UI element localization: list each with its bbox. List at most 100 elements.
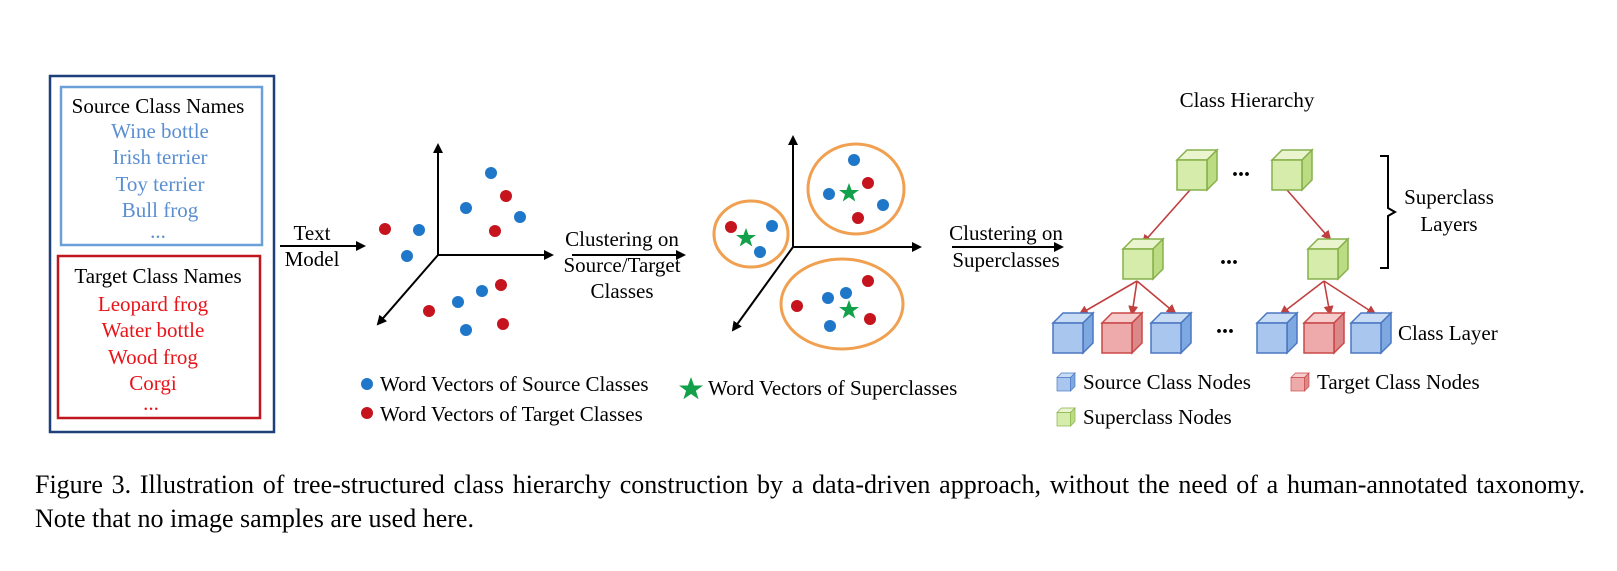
clustering-label-2-line2: Superclasses [952, 248, 1059, 272]
clustering-label-2-line1: Clustering on [949, 221, 1063, 245]
superclass-star [839, 300, 859, 319]
cluster-ellipse [806, 142, 906, 236]
legend-target-marker [361, 407, 373, 419]
source-point [452, 296, 464, 308]
source-class-node [1256, 312, 1298, 354]
superclass-node [1307, 238, 1349, 280]
source-point [766, 220, 778, 232]
superclass-node [1122, 238, 1164, 280]
source-item: Bull frog [122, 198, 199, 222]
source-item: Toy terrier [116, 172, 205, 196]
source-point [460, 202, 472, 214]
target-item: Leopard frog [98, 292, 209, 316]
source-point [485, 167, 497, 179]
axis-z [376, 254, 439, 326]
clustering-label-1-line3: Classes [591, 279, 654, 303]
superclass-node [1176, 149, 1218, 191]
hierarchy-ellipsis: ... [1216, 313, 1234, 339]
source-point [413, 224, 425, 236]
text-model-label-line2: Model [285, 247, 340, 271]
hierarchy-ellipsis: ... [1232, 156, 1250, 182]
text-model-label-line1: Text [293, 221, 330, 245]
clustering-label-1-line1: Clustering on [565, 227, 679, 251]
superclass-star [736, 228, 756, 247]
legend-super-node-label: Superclass Nodes [1083, 405, 1232, 429]
class-layer-label: Class Layer [1398, 321, 1498, 345]
source-class-node [1150, 312, 1192, 354]
source-item: Wine bottle [111, 119, 209, 143]
source-ellipsis: ... [150, 219, 166, 243]
legend-super-cube [1056, 407, 1076, 427]
target-class-node [1101, 312, 1143, 354]
target-points [379, 190, 512, 330]
target-item: Corgi [129, 371, 177, 395]
hierarchy-title: Class Hierarchy [1180, 88, 1315, 112]
legend-source-cube [1056, 372, 1076, 392]
source-item: Irish terrier [112, 145, 207, 169]
figure-caption: Figure 3. Illustration of tree-structure… [35, 470, 1585, 533]
target-class-node [1303, 312, 1345, 354]
target-point [862, 177, 874, 189]
superclass-layers-label-line2: Layers [1420, 212, 1477, 236]
source-point [401, 250, 413, 262]
clustering-label-1-line2: Source/Target [563, 253, 680, 277]
embedding-space [376, 143, 554, 336]
target-point [852, 212, 864, 224]
source-class-node [1052, 312, 1094, 354]
cluster-ellipse [779, 257, 905, 351]
legend-target-node-label: Target Class Nodes [1317, 370, 1480, 394]
cluster-ellipse [712, 199, 790, 269]
source-point [514, 211, 526, 223]
target-point [423, 305, 435, 317]
source-point [476, 285, 488, 297]
legend-source-label: Word Vectors of Source Classes [380, 372, 649, 396]
tree-edge [1141, 189, 1191, 245]
target-box [56, 254, 262, 420]
class-hierarchy: Class Hierarchy ... ... ... Superclass L… [1052, 88, 1498, 354]
target-point [791, 300, 803, 312]
clustered-space [712, 135, 922, 351]
target-point [864, 313, 876, 325]
source-box-title: Source Class Names [72, 94, 245, 118]
hierarchy-ellipsis: ... [1220, 244, 1238, 270]
node-legend: Source Class Nodes Target Class Nodes Su… [1056, 370, 1480, 429]
tree-edge [1286, 189, 1332, 241]
legend-source-marker [361, 378, 373, 390]
source-point [877, 199, 889, 211]
legend-source-node-label: Source Class Nodes [1083, 370, 1251, 394]
source-point [848, 154, 860, 166]
source-point [840, 287, 852, 299]
tree-edge [1279, 280, 1325, 316]
superclass-layers-label-line1: Superclass [1404, 185, 1494, 209]
target-point [489, 225, 501, 237]
axis-z [731, 246, 794, 332]
vector-legend: Word Vectors of Source Classes Word Vect… [361, 372, 957, 426]
target-point [495, 279, 507, 291]
source-point [822, 292, 834, 304]
source-point [754, 246, 766, 258]
superclass-layers-bracket [1380, 155, 1398, 269]
tree-edge [1078, 280, 1138, 316]
target-point [497, 318, 509, 330]
source-points [401, 167, 526, 336]
tree-edge [1323, 280, 1377, 316]
target-point [500, 190, 512, 202]
superclass-node [1271, 149, 1313, 191]
tree-edge [1323, 280, 1334, 316]
source-point [460, 324, 472, 336]
target-item: Water bottle [102, 318, 205, 342]
class-names-panel: Source Class Names Wine bottle Irish ter… [48, 74, 276, 434]
source-box [59, 85, 264, 247]
target-ellipsis: ... [143, 391, 159, 415]
tree-edge [1128, 280, 1139, 316]
target-point [862, 275, 874, 287]
target-point [379, 223, 391, 235]
superclass-star [839, 183, 859, 202]
legend-target-cube [1290, 372, 1310, 392]
source-point [824, 320, 836, 332]
legend-star-marker [679, 377, 703, 400]
legend-super-label: Word Vectors of Superclasses [708, 376, 957, 400]
legend-target-label: Word Vectors of Target Classes [380, 402, 643, 426]
source-class-node [1350, 312, 1392, 354]
target-item: Wood frog [108, 345, 198, 369]
